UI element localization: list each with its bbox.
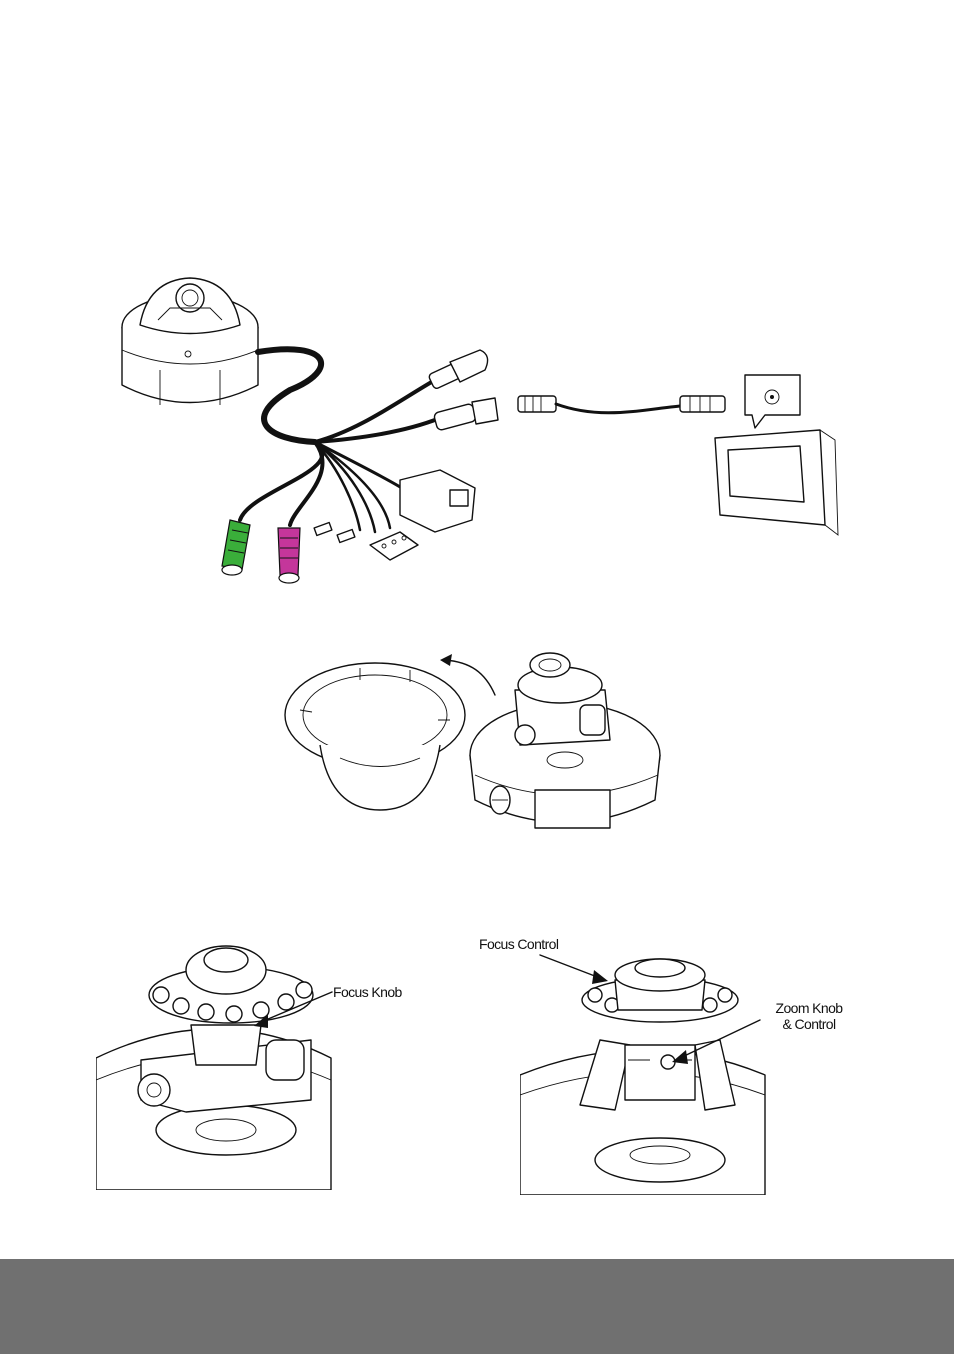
rj45-connector bbox=[400, 470, 475, 532]
zoom-label-line1: Zoom Knob bbox=[768, 1000, 850, 1016]
power-connector bbox=[428, 350, 488, 390]
terminal-block bbox=[314, 523, 418, 560]
dome-cover-removal bbox=[280, 650, 670, 840]
dome-camera bbox=[122, 278, 258, 405]
zoom-label-line2: & Control bbox=[768, 1016, 850, 1032]
footer-bar bbox=[0, 1259, 954, 1354]
focus-control-label: Focus Control bbox=[479, 936, 558, 952]
monitor bbox=[715, 375, 838, 535]
dome-cover bbox=[285, 663, 465, 810]
camera-wiring-diagram bbox=[100, 270, 840, 600]
audio-in-connector-magenta bbox=[278, 528, 300, 583]
zoom-knob-label: Zoom Knob & Control bbox=[768, 1000, 850, 1032]
focus-knob-view bbox=[96, 940, 336, 1190]
bnc-cable bbox=[518, 396, 725, 413]
bnc-connector-camera bbox=[433, 398, 498, 431]
focus-knob-label: Focus Knob bbox=[333, 984, 402, 1000]
audio-out-connector-green bbox=[222, 520, 250, 575]
focus-zoom-control-view bbox=[520, 950, 770, 1195]
camera-module bbox=[515, 653, 610, 745]
